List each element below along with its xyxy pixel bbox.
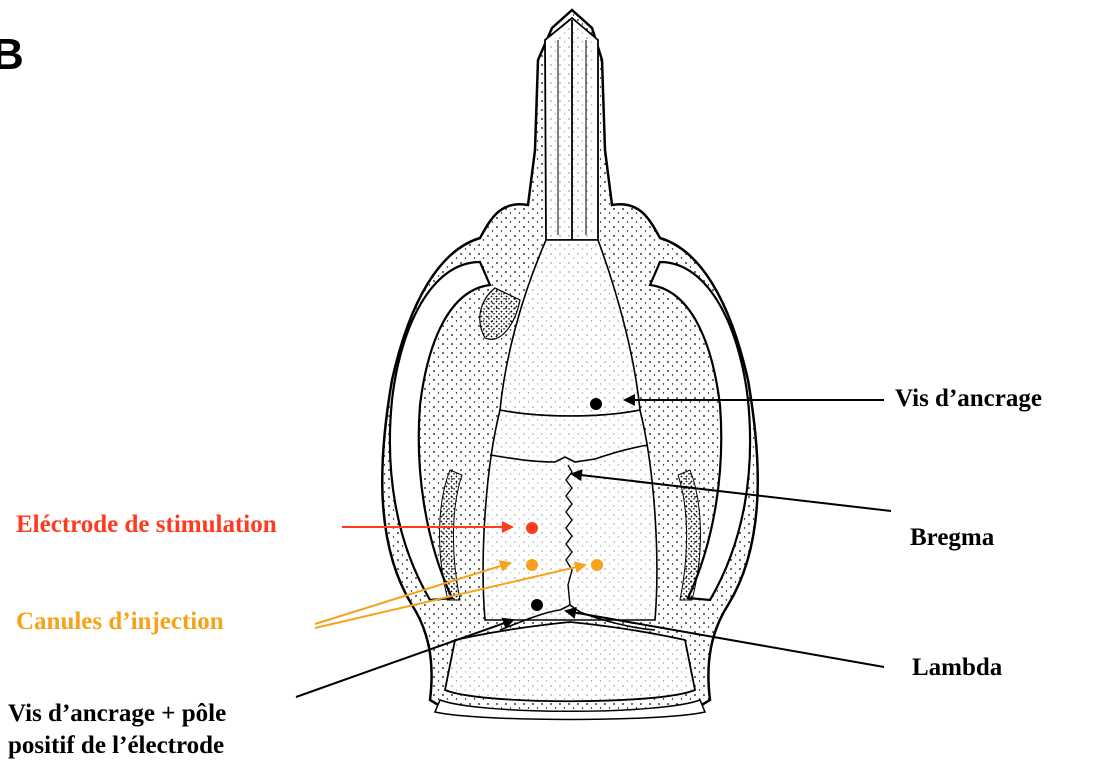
canules-label: Canules d’injection: [16, 606, 224, 638]
injection-cannula-right-dot: [591, 559, 603, 571]
anchor-screw-top-dot: [590, 398, 602, 410]
panel-letter: B: [0, 30, 24, 80]
canule-right-arrow: [315, 565, 585, 628]
canule-left-arrow: [315, 563, 510, 624]
vis-bottom-arrow: [296, 620, 513, 697]
injection-cannula-left-dot: [526, 559, 538, 571]
lambda-arrow: [566, 611, 884, 667]
electrode-label: Eléctrode de stimulation: [16, 509, 277, 541]
lambda-label: Lambda: [912, 652, 1002, 684]
bregma-label: Bregma: [910, 522, 994, 554]
bregma-arrow: [572, 474, 891, 511]
vis-bottom-label-line1: Vis d’ancrage + pôle: [8, 698, 226, 730]
stimulation-electrode-dot: [526, 522, 538, 534]
anchor-screw-bottom-dot: [531, 599, 543, 611]
vis-bottom-label-line2: positif de l’électrode: [8, 730, 224, 762]
vis-top-label: Vis d’ancrage: [895, 383, 1042, 415]
